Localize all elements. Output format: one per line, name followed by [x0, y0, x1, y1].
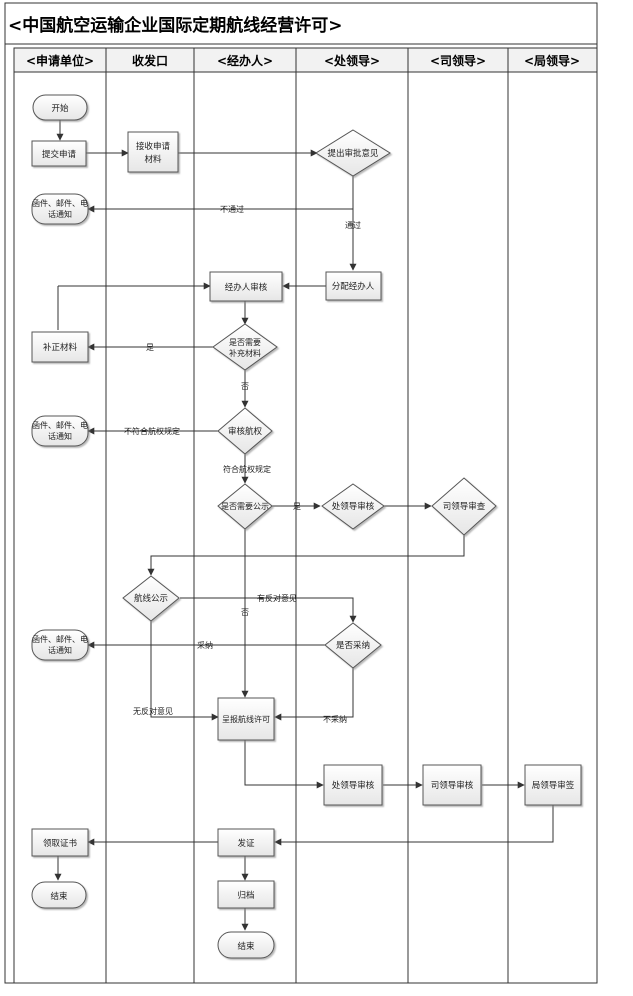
- report-route-permit-box: [217, 697, 275, 741]
- end2-label: 结束: [237, 941, 255, 952]
- collect-certificate-box: [31, 828, 89, 857]
- lane-division-leader: <处领导>: [324, 53, 380, 68]
- end1-label: 结束: [50, 891, 68, 902]
- lane-applicant: <申请单位>: [26, 53, 94, 68]
- div-review-label: 处领导审核: [332, 501, 375, 512]
- edge-non-compliant: 不符合航权规定: [124, 426, 180, 436]
- department-review-box-2: [422, 764, 482, 806]
- notify3-label-a: 函件、邮件、电: [32, 634, 88, 644]
- end-terminal-2: [217, 931, 275, 959]
- authority-review-diamond: [217, 407, 273, 455]
- review-label: 经办人审核: [225, 282, 268, 293]
- div-review2-label: 处领导审核: [332, 780, 375, 791]
- publicity-label: 是否需要公示: [221, 502, 269, 511]
- issue-label: 发证: [237, 838, 255, 849]
- bureau-sign-box: [524, 764, 582, 806]
- submit-label: 提交申请: [42, 149, 77, 160]
- notify-box-1: [31, 193, 89, 225]
- supplement-materials-box: [31, 331, 89, 363]
- notify3-label-b: 话通知: [48, 645, 72, 655]
- dept-review-label: 司领导审查: [443, 501, 486, 512]
- edge-yes-1: 是: [146, 343, 154, 352]
- notify1-label-a: 函件、邮件、电: [32, 198, 88, 208]
- notify2-label-b: 话通知: [48, 431, 72, 441]
- approval-opinion-diamond: [315, 129, 391, 177]
- collect-label: 领取证书: [43, 838, 78, 849]
- notify1-label-b: 话通知: [48, 209, 72, 219]
- notify2-label-a: 函件、邮件、电: [32, 420, 88, 430]
- need-materials-diamond: [212, 323, 278, 371]
- lane-department-leader: <司领导>: [430, 53, 486, 68]
- department-review-diamond: [431, 477, 497, 536]
- handler-review-box: [209, 271, 283, 302]
- adopt-label: 是否采纳: [336, 640, 370, 651]
- page-title: <中国航空运输企业国际定期航线经营许可>: [8, 15, 343, 36]
- edge-no-2: 否: [241, 608, 249, 617]
- edge-not-pass: 不通过: [220, 204, 244, 214]
- outer-frame: [4, 2, 598, 984]
- edge-adopt: 采纳: [197, 640, 213, 650]
- route-pub-label: 航线公示: [134, 593, 168, 604]
- notify-box-3: [31, 629, 89, 661]
- edge-objection: 有反对意见: [257, 593, 297, 603]
- opinion-label: 提出审批意见: [327, 148, 379, 159]
- supplement-label: 补正材料: [43, 342, 78, 353]
- adopt-diamond: [324, 622, 382, 669]
- edge-yes-2: 是: [293, 502, 301, 511]
- start-terminal: [32, 94, 88, 121]
- lane-handler: <经办人>: [217, 53, 273, 68]
- publicity-needed-diamond: [217, 483, 273, 530]
- need-label-2: 补充材料: [229, 348, 261, 358]
- start-label: 开始: [51, 103, 69, 114]
- receive-materials-box: [127, 131, 179, 173]
- lane-reception: 收发口: [132, 53, 168, 68]
- report-label: 呈报航线许可: [222, 714, 270, 724]
- lane-header-row: [13, 47, 598, 73]
- archive-box: [217, 880, 275, 909]
- dept-review2-label: 司领导审核: [431, 780, 474, 791]
- bureau-sign-label: 局领导审签: [532, 780, 575, 791]
- assign-label: 分配经办人: [332, 281, 375, 292]
- edge-no-objection: 无反对意见: [133, 706, 173, 716]
- submit-application-box: [31, 140, 87, 167]
- route-publicity-diamond: [122, 575, 180, 622]
- edge-compliant: 符合航权规定: [223, 464, 271, 474]
- assign-handler-box: [325, 271, 382, 301]
- receive-label-1: 接收申请: [136, 141, 171, 152]
- edge-pass: 通过: [345, 220, 361, 230]
- archive-label: 归档: [237, 890, 254, 901]
- connectors: [54, 120, 554, 931]
- division-review-diamond: [321, 483, 385, 530]
- issue-certificate-box: [217, 828, 275, 857]
- authority-label: 审核航权: [228, 426, 263, 437]
- lane-bureau-leader: <局领导>: [524, 53, 580, 68]
- edge-no-1: 否: [241, 382, 249, 391]
- division-review-box-2: [323, 764, 383, 806]
- end-terminal-1: [31, 881, 87, 909]
- need-label-1: 是否需要: [229, 338, 261, 347]
- notify-box-2: [31, 415, 89, 447]
- receive-label-2: 材料: [144, 154, 162, 165]
- edge-not-adopt: 不采纳: [323, 714, 347, 724]
